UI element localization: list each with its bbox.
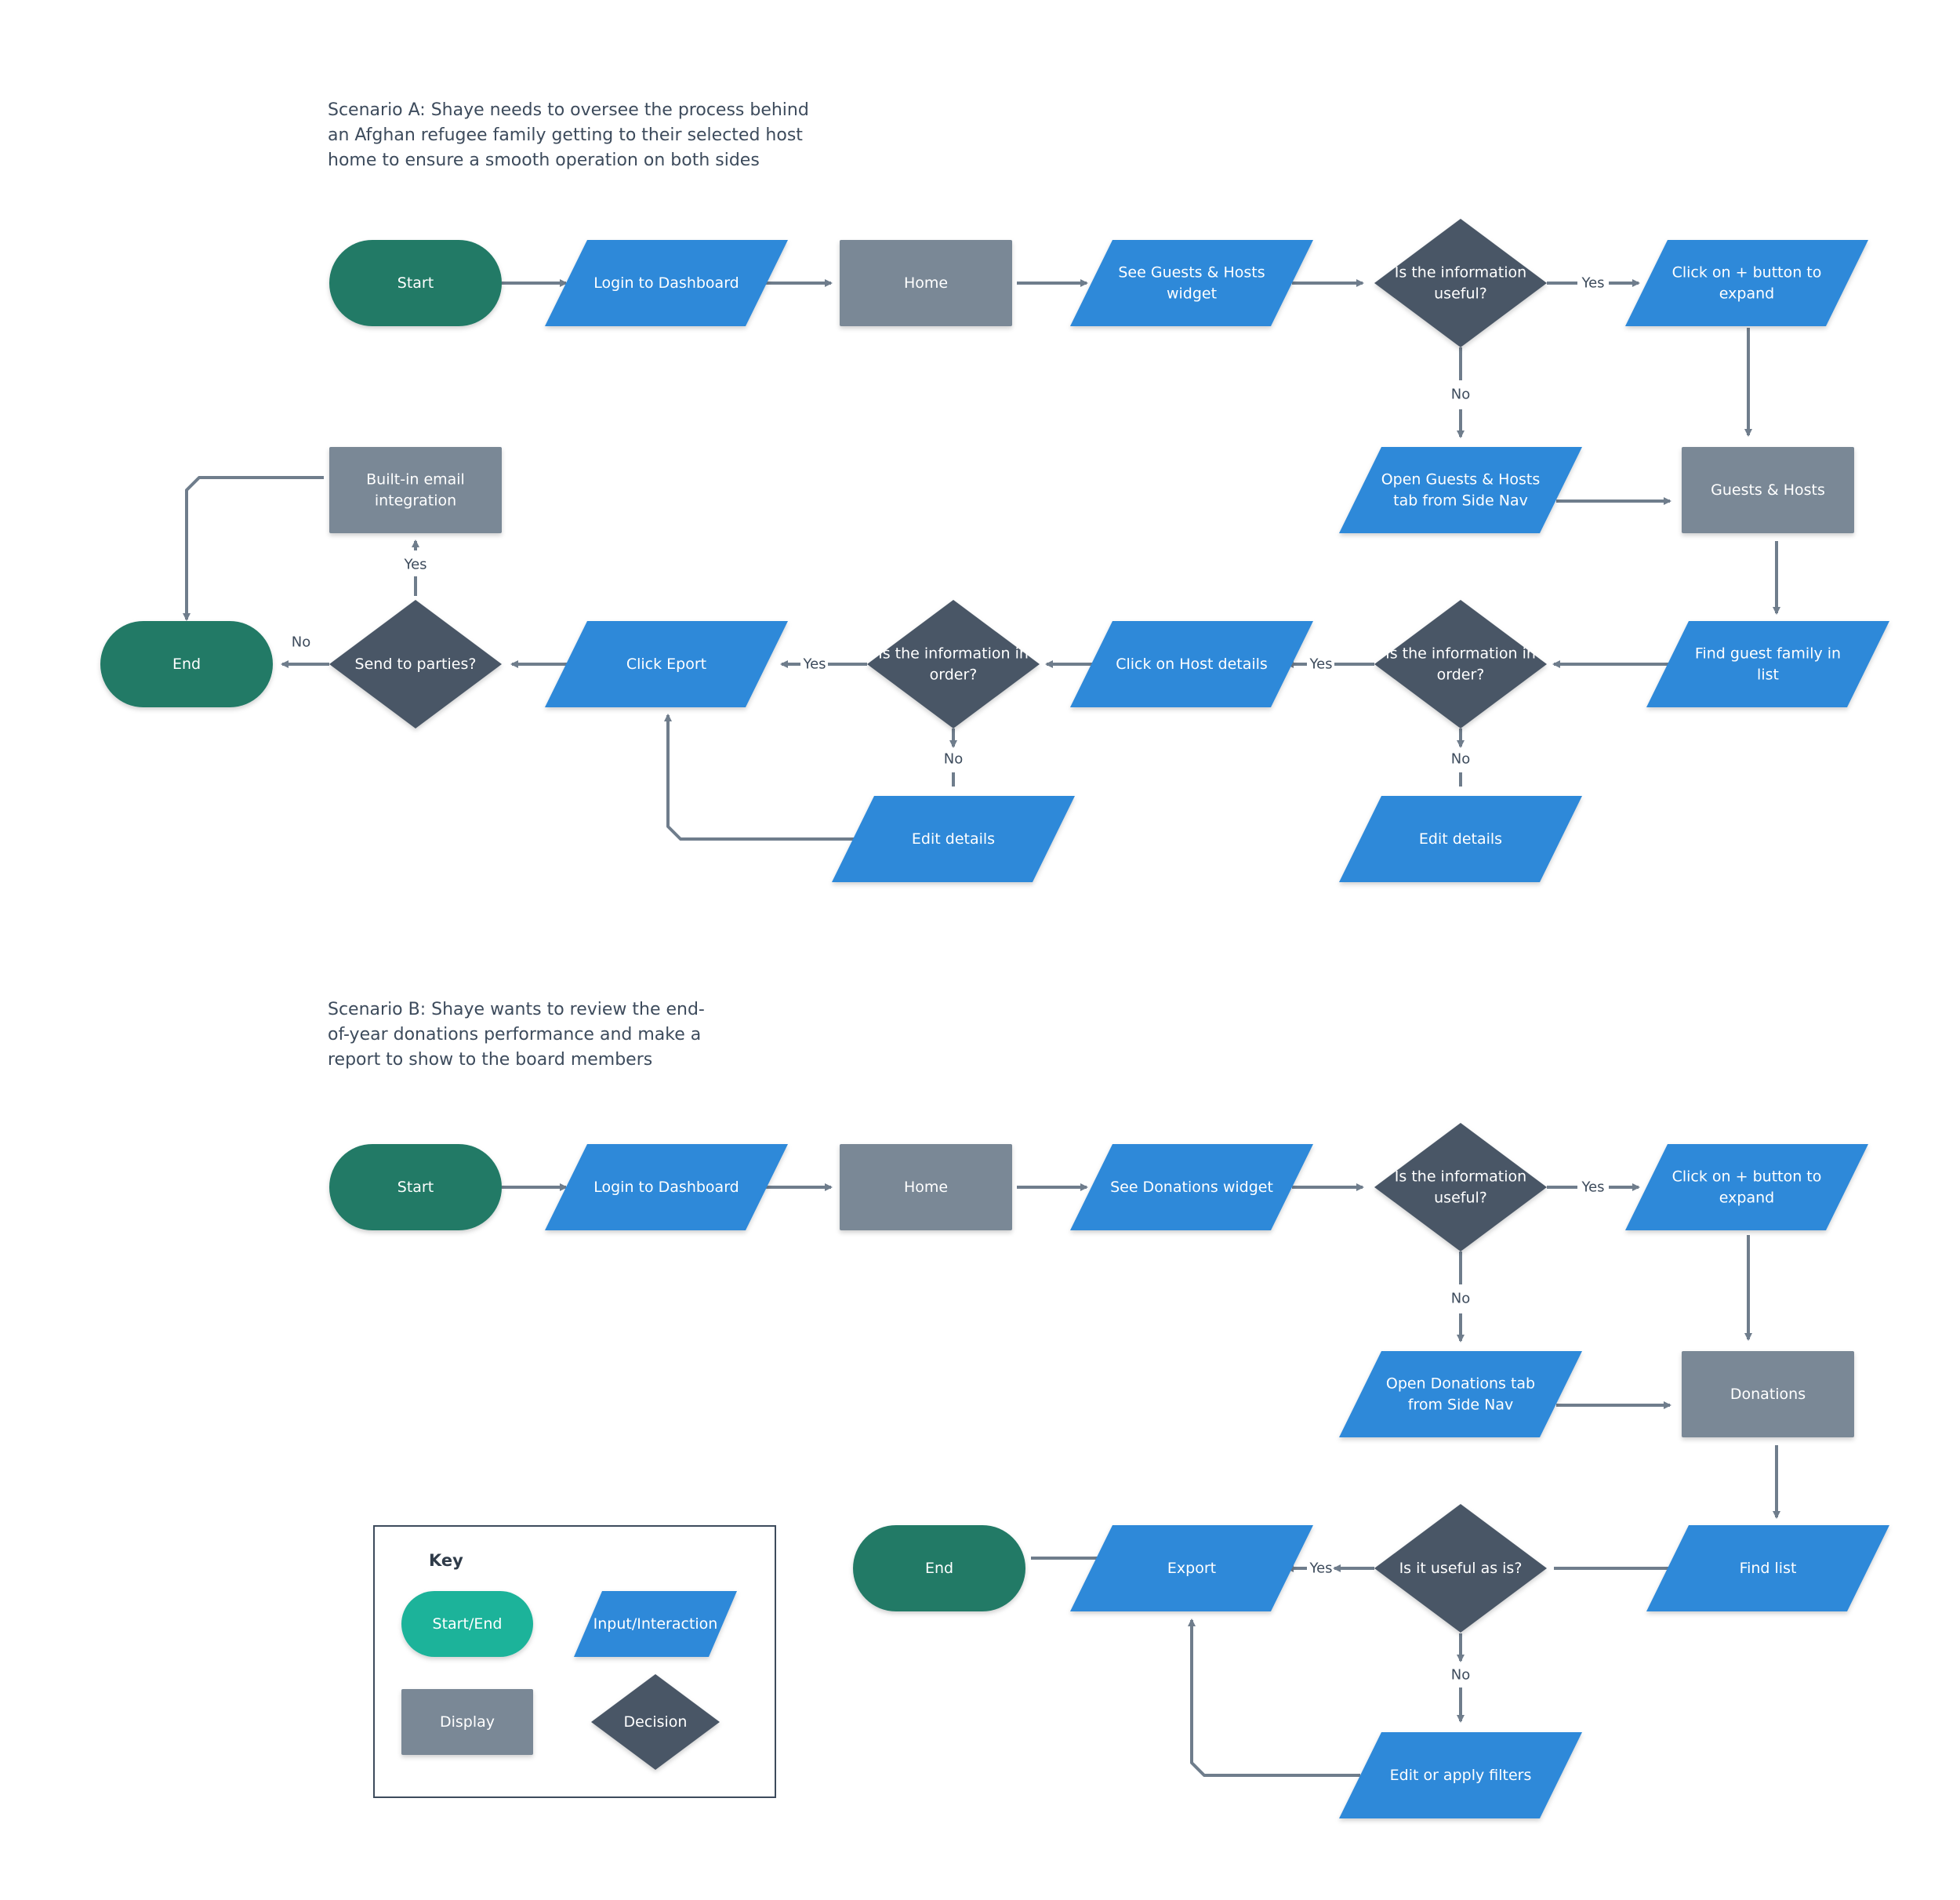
legend-decision: Decision [591,1674,720,1770]
node-a-guests-hosts: Guests & Hosts [1682,447,1854,533]
node-label: See Donations widget [1110,1179,1273,1196]
node-label: Edit details [912,830,995,848]
node-label: End [172,656,201,673]
node-b-widget: See Donations widget [1070,1144,1313,1230]
node-a-send: Send to parties? [329,600,502,728]
edge-label: No [292,634,310,651]
node-b-export: Export [1070,1525,1313,1611]
connector-line [1188,1618,1360,1777]
node-label: Home [904,1179,948,1196]
node-label: Find list [1740,1560,1797,1577]
node-a-edit-1: Edit details [1339,796,1582,882]
node-label: Is it useful as is? [1399,1560,1523,1577]
edge-label: No [1451,1667,1470,1684]
edge-label: No [1451,751,1470,768]
scenario-a-title: Scenario A: Shaye needs to oversee the p… [328,100,809,170]
node-label: Login to Dashboard [593,1179,739,1196]
node-label: Click on Host details [1116,656,1268,673]
node-b-start: Start [329,1144,502,1230]
node-label: Start [397,274,434,292]
node-b-useful-as-is: Is it useful as is? [1374,1504,1547,1633]
connector-line [664,714,856,841]
node-label: End [925,1560,953,1577]
scenario-b-title: Scenario B: Shaye wants to review the en… [328,1000,705,1070]
node-a-end: End [100,621,273,707]
node-label: Donations [1730,1386,1806,1403]
edge-label: Yes [1581,1179,1604,1196]
node-label: Start [397,1179,434,1196]
node-b-filters: Edit or apply filters [1339,1732,1582,1818]
node-label: Export [1167,1560,1216,1577]
node-label: Click Eport [626,656,706,673]
node-label: Edit details [1419,830,1502,848]
node-label: Edit or apply filters [1390,1767,1532,1784]
node-b-home: Home [840,1144,1012,1230]
edge-label: Yes [1308,1560,1332,1577]
node-b-find-list: Find list [1646,1525,1889,1611]
legend-start-end: Start/End [401,1591,533,1657]
edge-label: Yes [802,656,826,673]
legend-display: Display [401,1689,533,1755]
node-label: Home [904,274,948,292]
node-label: Input/Interaction [593,1615,718,1633]
node-a-host-details: Click on Host details [1070,621,1313,707]
node-a-login: Login to Dashboard [545,240,788,326]
edge-label: Yes [1581,275,1604,292]
node-label: Guests & Hosts [1711,481,1825,499]
edge-label: Yes [403,557,426,573]
node-b-donations: Donations [1682,1351,1854,1437]
node-label: Decision [624,1713,688,1731]
legend-input: Input/Interaction [574,1591,737,1657]
node-label: Login to Dashboard [593,274,739,292]
edge-label: Yes [1308,656,1332,673]
node-a-export: Click Eport [545,621,788,707]
node-label: Send to parties? [355,656,477,673]
node-b-login: Login to Dashboard [545,1144,788,1230]
node-a-home: Home [840,240,1012,326]
legend-title: Key [429,1551,463,1570]
connectors [183,279,1780,1777]
node-label: Start/End [433,1615,503,1633]
node-a-edit-2: Edit details [832,796,1075,882]
node-b-end: End [853,1525,1025,1611]
node-a-start: Start [329,240,502,326]
edge-label: No [1451,1291,1470,1307]
edge-label: No [944,751,963,768]
node-label: Display [440,1713,495,1731]
connector-line [183,476,324,621]
edge-label: No [1451,387,1470,403]
